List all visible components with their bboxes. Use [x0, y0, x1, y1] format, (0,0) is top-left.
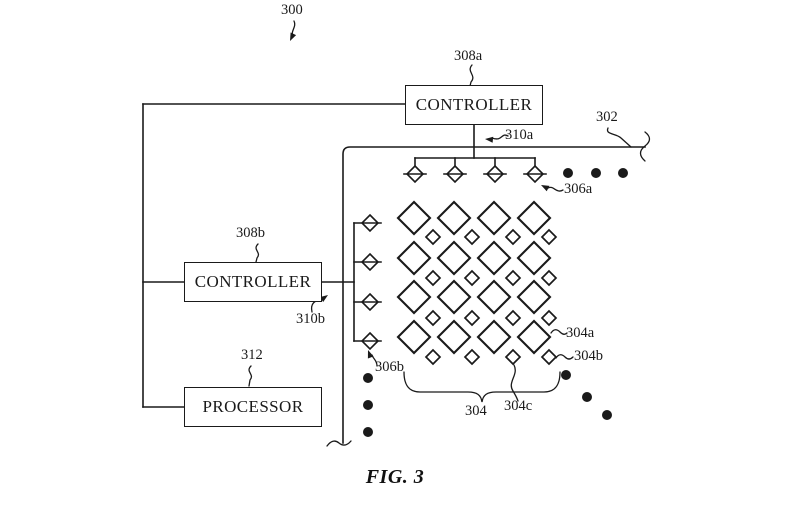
arrow-310a-tail: [491, 134, 509, 140]
array-diamond-large: [516, 200, 552, 236]
arrow-300-head: [290, 32, 297, 41]
array-dot: [363, 427, 373, 437]
array-diamond-small: [463, 269, 481, 287]
controller-left-label: CONTROLLER: [194, 272, 312, 291]
array-diamond-small: [540, 309, 558, 327]
array-diamond-small: [504, 309, 522, 327]
controller-left-box: CONTROLLER: [184, 262, 322, 302]
ref-label-310a: 310a: [505, 127, 534, 143]
array-diamond-small: [463, 309, 481, 327]
ref-label-304c: 304c: [504, 398, 533, 414]
array-diamond-small: [463, 228, 481, 246]
ref-label-302: 302: [596, 109, 618, 125]
leader-304a: [550, 329, 568, 335]
array-diamond-small: [424, 348, 442, 366]
array-dot: [602, 410, 612, 420]
array-diamond-large: [396, 279, 432, 315]
array-diamond-large: [396, 240, 432, 276]
array-diamond-small: [463, 348, 481, 366]
leader-308a: [469, 64, 474, 87]
array-dot: [591, 168, 601, 178]
ref-label-304a: 304a: [566, 325, 595, 341]
ref-label-306a: 306a: [564, 181, 593, 197]
array-diamond-large: [436, 319, 472, 355]
processor-label: PROCESSOR: [202, 397, 304, 416]
figure-caption: FIG. 3: [365, 466, 425, 488]
ref-label-306b: 306b: [375, 359, 404, 375]
array-diamond-large: [516, 319, 552, 355]
controller-top-box: CONTROLLER: [405, 85, 543, 125]
line-break-302: [639, 131, 651, 162]
arrow-310a-head: [485, 136, 494, 143]
controller-top-label: CONTROLLER: [415, 95, 533, 114]
wire: [342, 146, 646, 444]
array-dot: [582, 392, 592, 402]
array-diamond-small: [504, 348, 522, 366]
array-dot: [561, 370, 571, 380]
leader-304c: [510, 364, 519, 402]
array-diamond-large: [476, 200, 512, 236]
array-diamond-small: [540, 269, 558, 287]
array-diamond-small: [424, 228, 442, 246]
arrow-306a-tail: [547, 186, 564, 192]
array-diamond-small: [540, 348, 558, 366]
ref-label-304b: 304b: [574, 348, 603, 364]
brace-304: [403, 371, 561, 403]
leader-312: [248, 365, 253, 387]
ref-label-308a: 308a: [454, 48, 483, 64]
processor-box: PROCESSOR: [184, 387, 322, 427]
arrow-306a-head: [541, 185, 550, 192]
array-dot: [563, 168, 573, 178]
array-diamond-large: [476, 240, 512, 276]
array-dot: [363, 373, 373, 383]
array-diamond-small: [504, 269, 522, 287]
array-diamond-small: [540, 228, 558, 246]
array-diamond-small: [504, 228, 522, 246]
ref-label-312: 312: [241, 347, 263, 363]
array-diamond-large: [476, 279, 512, 315]
leader-304b: [555, 354, 574, 360]
line-break-tilde: [326, 440, 352, 447]
array-diamond-large: [436, 200, 472, 236]
array-dot: [618, 168, 628, 178]
ref-label-304: 304: [465, 403, 487, 419]
array-diamond-small: [424, 269, 442, 287]
array-diamond-large: [436, 240, 472, 276]
array-diamond-large: [436, 279, 472, 315]
arrow-306b-head: [367, 350, 374, 359]
array-diamond-large: [516, 279, 552, 315]
leader-308b: [255, 243, 260, 263]
ref-label-308b: 308b: [236, 225, 265, 241]
array-diamond-large: [396, 200, 432, 236]
leader-302: [606, 127, 632, 148]
array-dot: [363, 400, 373, 410]
array-diamond-large: [476, 319, 512, 355]
array-diamond-large: [396, 319, 432, 355]
ref-label-300: 300: [281, 2, 303, 18]
array-diamond-large: [516, 240, 552, 276]
ref-label-310b: 310b: [296, 311, 325, 327]
array-diamond-small: [424, 309, 442, 327]
